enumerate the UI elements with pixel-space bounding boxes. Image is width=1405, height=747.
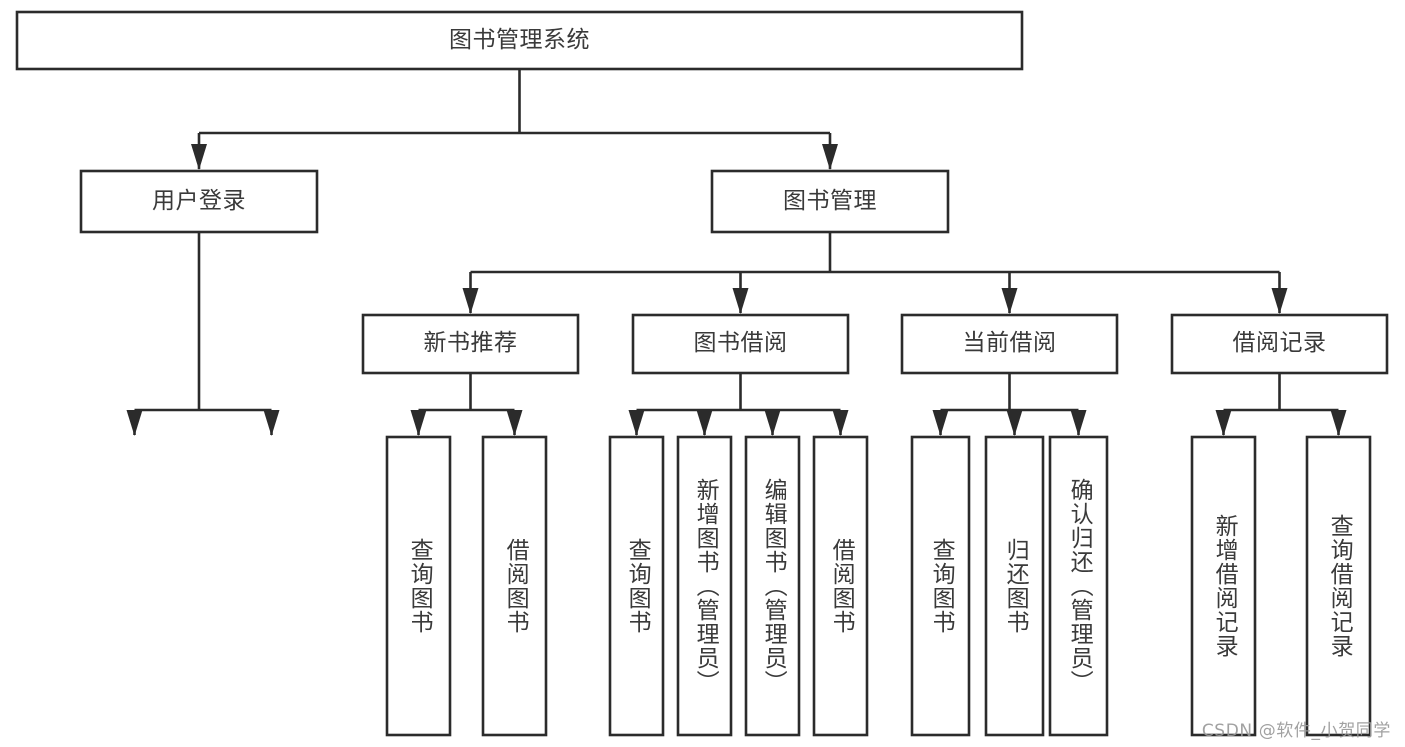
boxes-layer	[15, 10, 1389, 737]
arrow-head-icon	[462, 288, 479, 314]
node-box-bb-edit-book[interactable]	[744, 435, 801, 737]
node-box-root[interactable]	[15, 10, 1024, 71]
arrow-head-icon	[696, 410, 713, 436]
arrow-head-icon	[410, 410, 427, 436]
node-box-new-book-recommend[interactable]	[361, 313, 580, 375]
arrow-head-icon	[932, 410, 949, 436]
arrow-head-icon	[822, 144, 838, 170]
arrow-head-icon	[832, 410, 849, 436]
csdn-watermark: CSDN @软件_小贺同学	[1201, 721, 1391, 741]
arrow-head-icon	[1271, 288, 1288, 314]
arrow-head-icon	[732, 288, 749, 314]
arrow-head-icon	[126, 410, 143, 436]
arrow-head-icon	[764, 410, 781, 436]
node-box-user-login[interactable]	[79, 169, 319, 234]
node-box-nb-query-book[interactable]	[385, 435, 452, 737]
node-box-br-query-record[interactable]	[1305, 435, 1372, 737]
arrow-head-icon	[1330, 410, 1347, 436]
arrow-head-icon	[1215, 410, 1232, 436]
arrow-head-icon	[1001, 288, 1018, 314]
node-box-cb-return-book[interactable]	[984, 435, 1045, 737]
arrow-head-icon	[506, 410, 523, 436]
node-box-bb-add-book[interactable]	[676, 435, 733, 737]
node-box-bb-query-book[interactable]	[608, 435, 665, 737]
node-box-book-manage[interactable]	[710, 169, 950, 234]
node-box-bb-borrow-book[interactable]	[812, 435, 869, 737]
node-box-nb-borrow-book[interactable]	[481, 435, 548, 737]
node-box-br-add-record[interactable]	[1190, 435, 1257, 737]
arrow-head-icon	[628, 410, 645, 436]
node-box-cb-query-book[interactable]	[910, 435, 971, 737]
arrow-head-icon	[1006, 410, 1023, 436]
arrow-head-icon	[1070, 410, 1087, 436]
node-box-current-borrow[interactable]	[900, 313, 1119, 375]
node-box-cb-confirm-return[interactable]	[1048, 435, 1109, 737]
node-box-book-borrow[interactable]	[631, 313, 850, 375]
edges-layer	[126, 69, 1347, 436]
node-box-borrow-record[interactable]	[1170, 313, 1389, 375]
arrow-head-icon	[263, 410, 280, 436]
arrow-head-icon	[191, 144, 207, 170]
